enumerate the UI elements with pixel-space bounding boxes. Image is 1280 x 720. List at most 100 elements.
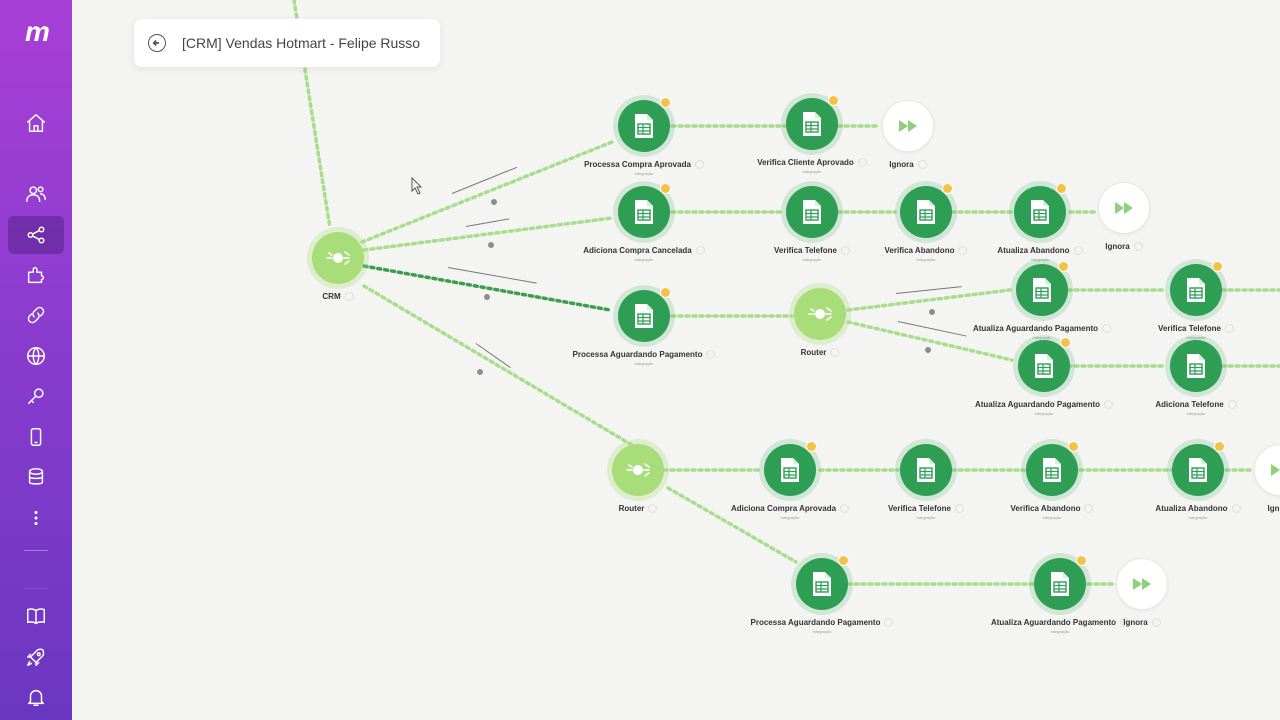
- warning-badge: [828, 95, 839, 106]
- connections-icon[interactable]: [8, 296, 64, 334]
- module-label: Verifica Telefone: [830, 504, 1022, 513]
- warning-badge: [660, 287, 671, 298]
- module-label: Ign: [1184, 504, 1280, 513]
- module-sublabel: Integração: [780, 515, 800, 520]
- launch-icon[interactable]: [8, 638, 64, 676]
- module-bubble[interactable]: [1026, 444, 1078, 496]
- google-sheets-icon: [635, 114, 653, 138]
- link: [666, 486, 798, 564]
- module-sublabel: Integração: [1030, 257, 1050, 262]
- make-logo[interactable]: m: [25, 16, 50, 47]
- module-label: Ignora: [1028, 242, 1220, 251]
- filter-icon[interactable]: [475, 367, 485, 377]
- module-label: Verifica Cliente Aprovado: [716, 158, 908, 167]
- module-bubble[interactable]: [1170, 340, 1222, 392]
- warning-badge: [1076, 555, 1087, 566]
- warning-badge: [1212, 261, 1223, 272]
- module-bubble[interactable]: [796, 558, 848, 610]
- module-bubble[interactable]: [786, 98, 838, 150]
- templates-icon[interactable]: [8, 256, 64, 294]
- back-icon[interactable]: [148, 34, 166, 52]
- module-bubble[interactable]: [764, 444, 816, 496]
- module-bubble[interactable]: [312, 232, 364, 284]
- module-label: Router: [542, 504, 734, 513]
- module-bubble[interactable]: [1016, 264, 1068, 316]
- module-bubble[interactable]: [1098, 182, 1150, 234]
- warning-badge: [660, 97, 671, 108]
- warning-badge: [838, 555, 849, 566]
- mouse-cursor-icon: [411, 177, 423, 195]
- docs-icon[interactable]: [8, 597, 64, 635]
- more-icon[interactable]: [8, 499, 64, 537]
- warning-badge: [942, 183, 953, 194]
- warning-badge: [660, 183, 671, 194]
- webhooks-icon[interactable]: [8, 337, 64, 375]
- module-bubble[interactable]: [786, 186, 838, 238]
- keys-icon[interactable]: [8, 377, 64, 415]
- router-icon: [326, 251, 350, 265]
- module-bubble[interactable]: [900, 186, 952, 238]
- notifications-icon[interactable]: [8, 678, 64, 716]
- fast-forward-icon: [1133, 578, 1151, 590]
- filter-icon[interactable]: [927, 307, 937, 317]
- module-label: Processa Aguardando Pagamento: [726, 618, 918, 627]
- module-bubble[interactable]: [882, 100, 934, 152]
- link: [362, 216, 614, 252]
- sidebar-divider: [24, 588, 48, 589]
- warning-badge: [1058, 261, 1069, 272]
- module-bubble[interactable]: [1018, 340, 1070, 392]
- module-label: Atualiza Aguardando Pagamento: [948, 400, 1140, 409]
- scenarios-icon[interactable]: [8, 216, 64, 254]
- warning-badge: [1056, 183, 1067, 194]
- google-sheets-icon: [1187, 278, 1205, 302]
- devices-icon[interactable]: [8, 418, 64, 456]
- google-sheets-icon: [1189, 458, 1207, 482]
- module-sublabel: Integração: [634, 171, 654, 176]
- scenario-title: [CRM] Vendas Hotmart - Felipe Russo: [182, 35, 421, 51]
- module-label: Verifica Abandono: [830, 246, 1022, 255]
- link-active: [362, 264, 612, 312]
- module-bubble[interactable]: [1116, 558, 1168, 610]
- module-label: Ignora: [1046, 618, 1238, 627]
- home-icon[interactable]: [8, 104, 64, 142]
- google-sheets-icon: [1187, 354, 1205, 378]
- module-bubble[interactable]: [794, 288, 846, 340]
- google-sheets-icon: [635, 304, 653, 328]
- module-label: Ignora: [812, 160, 1004, 169]
- filter-icon[interactable]: [923, 345, 933, 355]
- module-label: CRM: [242, 292, 434, 301]
- module-bubble[interactable]: [1014, 186, 1066, 238]
- sidebar-divider: [24, 550, 48, 551]
- module-sublabel: Integração: [634, 257, 654, 262]
- module-sublabel: Integração: [916, 515, 936, 520]
- warning-badge: [1068, 441, 1079, 452]
- module-label: Processa Aguardando Pagamento: [548, 350, 740, 359]
- router-icon: [808, 307, 832, 321]
- module-label: Verifica Telefone: [1100, 324, 1280, 333]
- module-sublabel: Integração: [1032, 335, 1052, 340]
- module-label: Processa Compra Aprovada: [548, 160, 740, 169]
- filter-icon[interactable]: [486, 240, 496, 250]
- google-sheets-icon: [917, 458, 935, 482]
- scenario-header: [CRM] Vendas Hotmart - Felipe Russo: [134, 19, 440, 67]
- router-icon: [626, 463, 650, 477]
- link: [360, 140, 614, 244]
- filter-icon[interactable]: [482, 292, 492, 302]
- module-bubble[interactable]: [900, 444, 952, 496]
- module-bubble[interactable]: [1034, 558, 1086, 610]
- module-bubble[interactable]: [618, 186, 670, 238]
- sidebar: m: [0, 0, 72, 720]
- module-sublabel: Integração: [1188, 515, 1208, 520]
- module-label: Atualiza Aguardando Pagamento: [946, 324, 1138, 333]
- datastores-icon[interactable]: [8, 458, 64, 496]
- module-bubble[interactable]: [1172, 444, 1224, 496]
- module-sublabel: Integração: [634, 361, 654, 366]
- filter-icon[interactable]: [489, 197, 499, 207]
- module-bubble[interactable]: [612, 444, 664, 496]
- module-bubble[interactable]: [1170, 264, 1222, 316]
- team-icon[interactable]: [8, 175, 64, 213]
- google-sheets-icon: [1035, 354, 1053, 378]
- module-bubble[interactable]: [618, 290, 670, 342]
- module-bubble[interactable]: [618, 100, 670, 152]
